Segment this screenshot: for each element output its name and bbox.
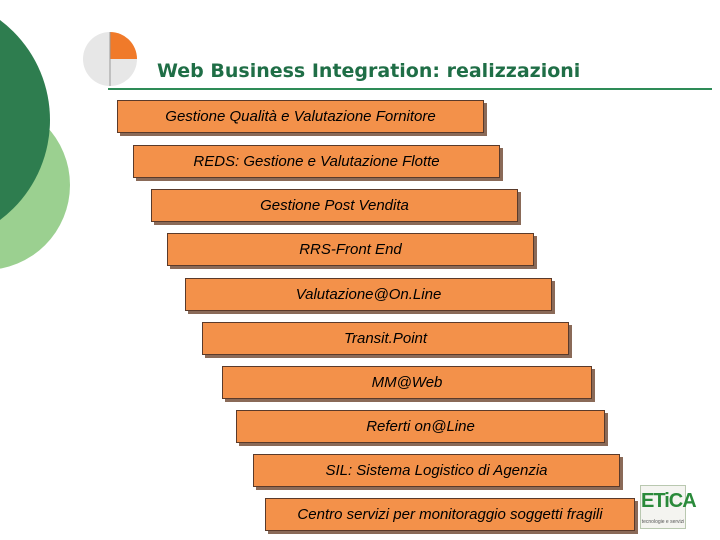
pie-icon <box>83 32 137 86</box>
step-sil: SIL: Sistema Logistico di Agenzia <box>253 454 620 487</box>
dark-green-circle <box>0 20 50 220</box>
title-underline <box>108 88 712 90</box>
step-referti-online: Referti on@Line <box>236 410 605 443</box>
step-mm-web: MM@Web <box>222 366 592 399</box>
step-transit-point: Transit.Point <box>202 322 569 355</box>
logo-text: ETiCA <box>641 490 697 512</box>
step-valutazione-online: Valutazione@On.Line <box>185 278 552 311</box>
step-post-vendita: Gestione Post Vendita <box>151 189 518 222</box>
step-reds: REDS: Gestione e Valutazione Flotte <box>133 145 500 178</box>
etica-logo-icon: ETiCA tecnologie e servizi <box>640 485 697 529</box>
page-title: Web Business Integration: realizzazioni <box>157 60 581 82</box>
step-rrs-front-end: RRS-Front End <box>167 233 534 266</box>
step-centro-servizi: Centro servizi per monitoraggio soggetti… <box>265 498 635 531</box>
step-gestione-qualita: Gestione Qualità e Valutazione Fornitore <box>117 100 484 133</box>
logo-subtext: tecnologie e servizi <box>641 519 685 525</box>
